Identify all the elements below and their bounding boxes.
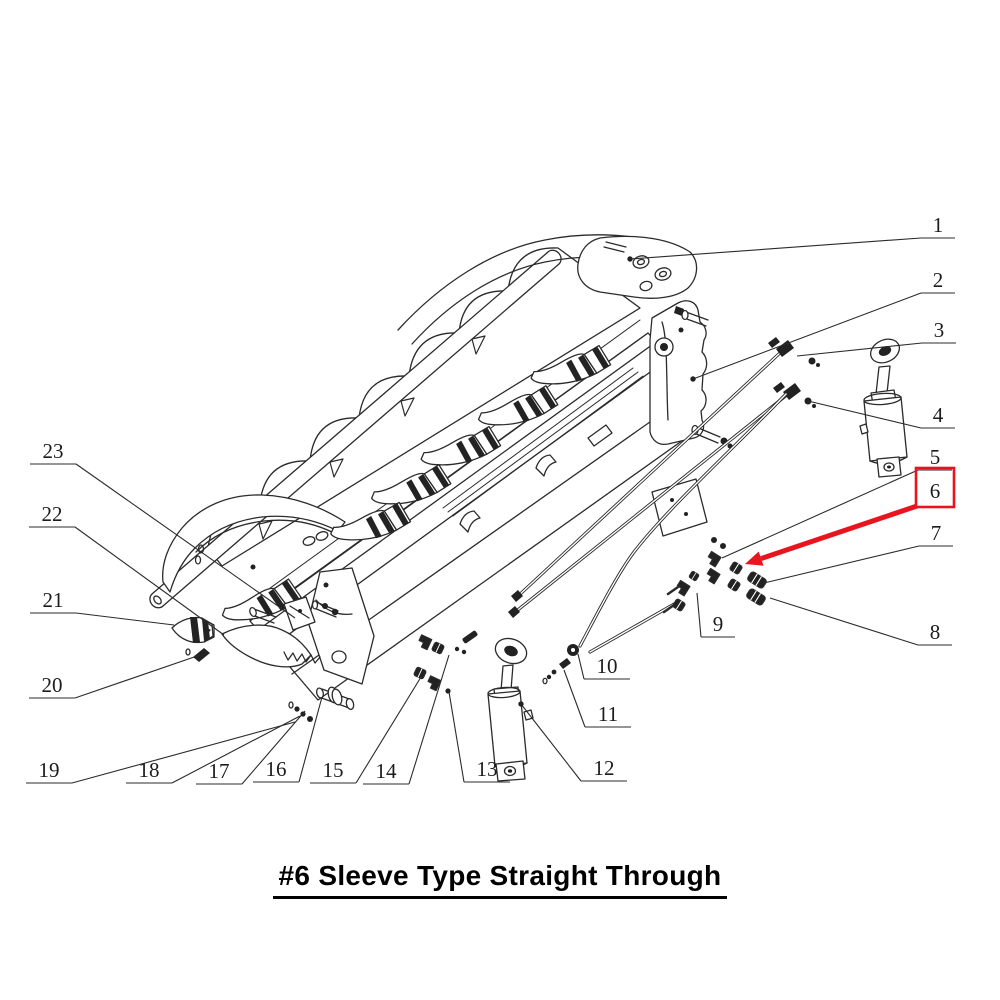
callout-leader xyxy=(629,237,922,260)
callout-leader xyxy=(796,342,923,357)
callout-leader xyxy=(563,669,586,728)
callout-number-10: 10 xyxy=(597,654,618,678)
hydraulic-cylinder-bottom xyxy=(487,637,534,782)
callout-number-22: 22 xyxy=(42,502,63,526)
banjo-fitting xyxy=(542,644,579,685)
callout-leader xyxy=(74,654,201,699)
callout-leader xyxy=(721,469,919,559)
fittings-cluster xyxy=(662,550,768,614)
callout-number-21: 21 xyxy=(43,588,64,612)
grapple-arm xyxy=(221,596,321,668)
callout-number-6: 6 xyxy=(930,479,941,503)
highlight-arrow-head xyxy=(745,551,764,566)
pivot-pins xyxy=(288,600,355,722)
leader-dot xyxy=(627,256,633,262)
callout-number-14: 14 xyxy=(376,759,398,783)
bolt-20 xyxy=(185,648,210,662)
callout-leader xyxy=(241,710,306,785)
callout-leader xyxy=(355,676,422,784)
callout-number-1: 1 xyxy=(933,213,944,237)
callout-number-9: 9 xyxy=(713,612,724,636)
callout-leader xyxy=(171,715,301,784)
callout-number-20: 20 xyxy=(42,673,63,697)
callout-leader xyxy=(769,597,919,646)
callout-number-18: 18 xyxy=(139,758,160,782)
leader-dot xyxy=(690,376,696,382)
top-arm-plate xyxy=(397,234,698,345)
callout-number-17: 17 xyxy=(209,759,230,783)
callout-leader xyxy=(75,612,175,626)
callout-leader xyxy=(71,721,296,784)
hydraulic-cylinder-right xyxy=(859,338,908,478)
callout-leader xyxy=(298,696,323,783)
callout-leader xyxy=(408,654,450,785)
caption-text: #6 Sleeve Type Straight Through xyxy=(272,860,728,899)
small-fittings xyxy=(412,630,478,694)
callout-number-16: 16 xyxy=(266,757,287,781)
highlight-layer xyxy=(745,466,956,566)
callout-number-12: 12 xyxy=(594,756,615,780)
callout-number-7: 7 xyxy=(931,521,942,545)
hydraulic-hoses xyxy=(578,392,788,654)
hydraulic-tubes xyxy=(508,337,820,618)
callout-leader xyxy=(448,691,465,783)
callout-number-8: 8 xyxy=(930,620,941,644)
callout-leader xyxy=(807,400,922,429)
highlight-box xyxy=(914,466,956,509)
callout-number-15: 15 xyxy=(323,758,344,782)
callout-number-2: 2 xyxy=(933,268,944,292)
callout-leader xyxy=(74,526,225,636)
callout-leader xyxy=(696,592,702,638)
callout-leader xyxy=(75,463,296,619)
callout-number-11: 11 xyxy=(598,702,618,726)
caption: #6 Sleeve Type Straight Through xyxy=(0,860,1000,899)
callout-leader xyxy=(692,292,922,380)
leader-dot xyxy=(518,701,524,707)
highlight-arrow-shaft xyxy=(760,503,918,561)
callout-number-23: 23 xyxy=(43,439,64,463)
callout-number-4: 4 xyxy=(933,403,944,427)
mount-bracket xyxy=(649,300,733,449)
callout-number-13: 13 xyxy=(477,757,498,781)
detached-tooth xyxy=(171,616,215,644)
callout-leader xyxy=(520,703,582,782)
callout-leader xyxy=(577,653,585,680)
callout-leader xyxy=(763,545,920,584)
callout-number-19: 19 xyxy=(39,758,60,782)
callout-number-5: 5 xyxy=(930,445,941,469)
callout-number-3: 3 xyxy=(934,318,945,342)
